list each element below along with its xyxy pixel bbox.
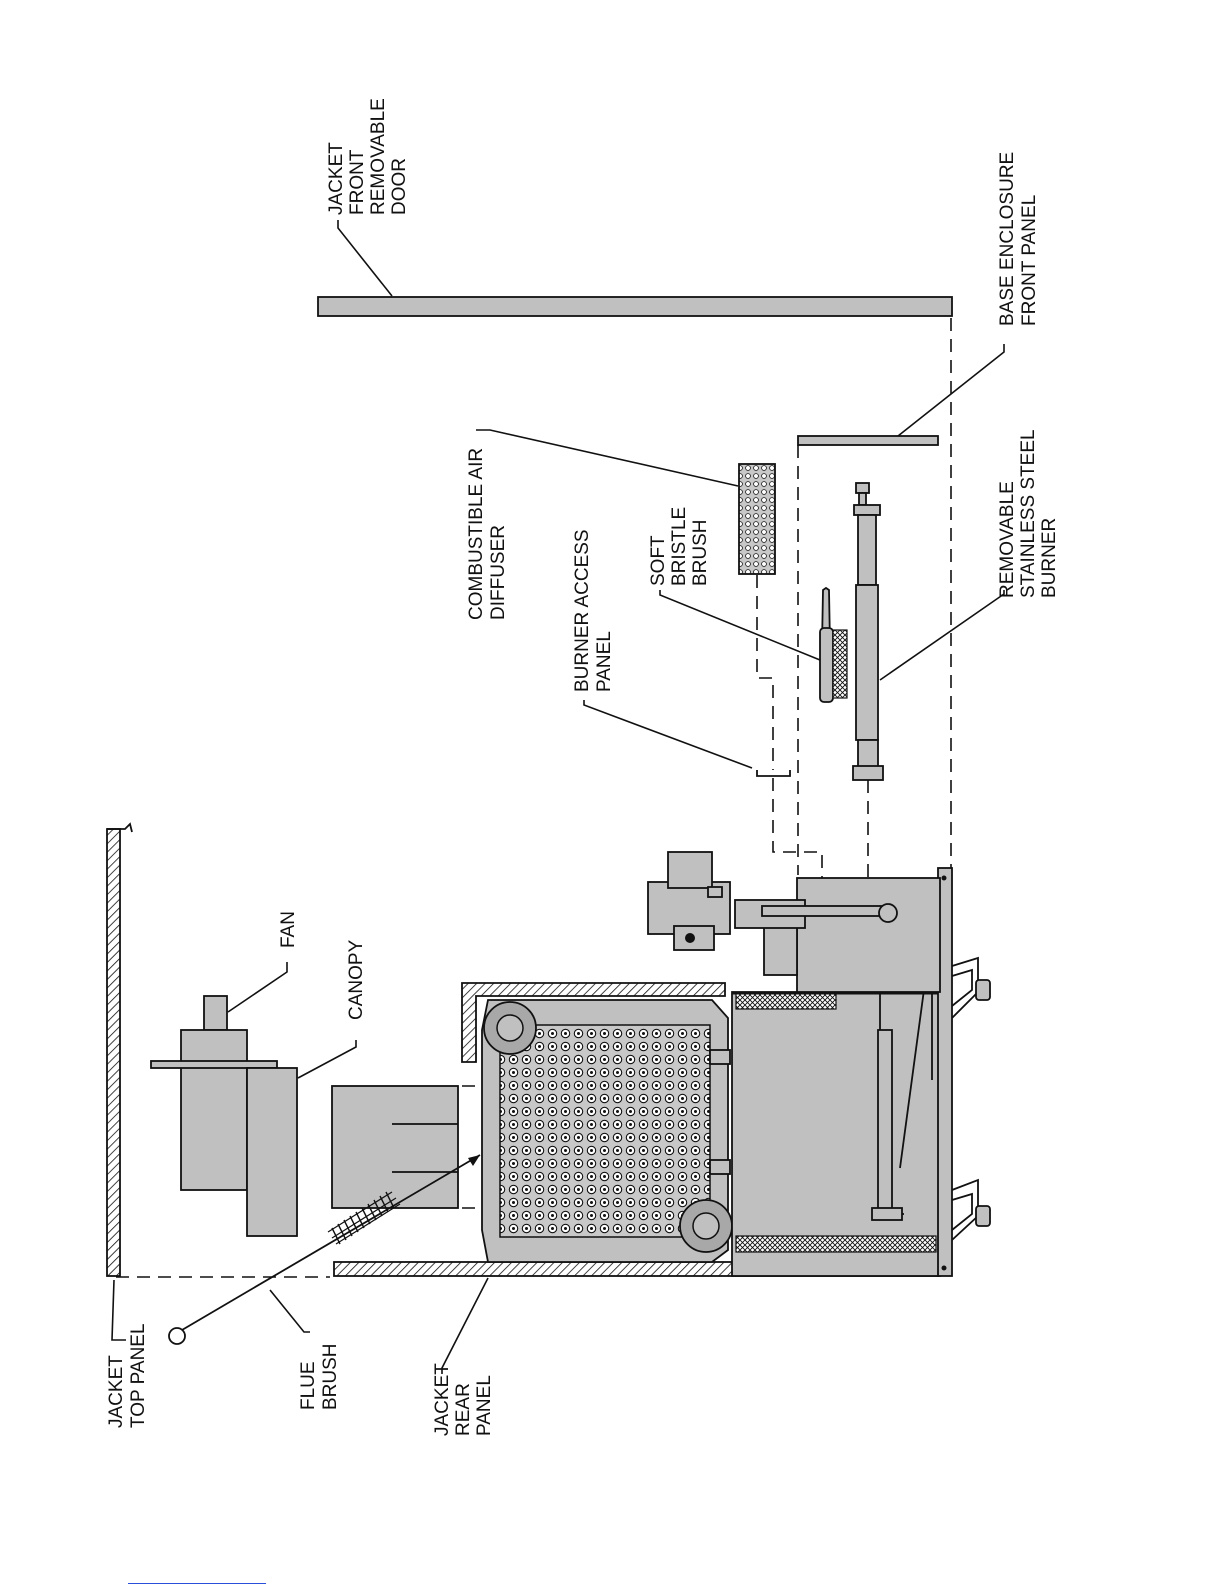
soft-brush-leader <box>660 590 820 660</box>
label-canopy: CANOPY <box>346 939 367 1020</box>
heat-exchanger <box>482 1000 732 1262</box>
fan-leader <box>228 962 287 1012</box>
removable-burner <box>853 483 883 780</box>
svg-text:BURNER ACCESSPANEL: BURNER ACCESSPANEL <box>572 529 615 692</box>
label-jacket-front-door: JACKETFRONTREMOVABLEDOOR <box>326 98 410 215</box>
collector-box <box>332 1086 458 1208</box>
jacket-front-door-leader <box>338 220 392 296</box>
label-jacket-rear: JACKETREARPANEL <box>432 1363 495 1436</box>
flue-brush-leader <box>270 1290 310 1332</box>
canopy-leader <box>298 1040 356 1078</box>
burner-access-leader <box>584 700 752 768</box>
burner-leader <box>880 590 1004 680</box>
svg-text:JACKETFRONTREMOVABLEDOOR: JACKETFRONTREMOVABLEDOOR <box>326 98 410 215</box>
svg-text:CANOPY: CANOPY <box>346 939 367 1020</box>
soft-bristle-brush <box>820 588 847 702</box>
svg-text:BASE ENCLOSUREFRONT PANEL: BASE ENCLOSUREFRONT PANEL <box>997 152 1040 326</box>
label-burner: REMOVABLESTAINLESS STEELBURNER <box>997 429 1060 598</box>
svg-text:JACKETREARPANEL: JACKETREARPANEL <box>432 1363 495 1436</box>
jacket-front-door <box>318 297 952 316</box>
air-diffuser-leader <box>476 430 738 486</box>
base-enclosure-panel <box>798 436 938 445</box>
svg-text:REMOVABLESTAINLESS STEELBURNER: REMOVABLESTAINLESS STEELBURNER <box>997 429 1060 598</box>
jacket-top-panel <box>107 829 120 1276</box>
label-flue-brush: FLUEBRUSH <box>298 1343 341 1410</box>
gas-valve-assembly <box>648 852 940 992</box>
label-combustible-air: COMBUSTIBLE AIRDIFFUSER <box>466 448 509 620</box>
label-burner-access: BURNER ACCESSPANEL <box>572 529 615 692</box>
svg-text:SOFTBRISTLEBRUSH: SOFTBRISTLEBRUSH <box>648 507 711 586</box>
label-soft-brush: SOFTBRISTLEBRUSH <box>648 507 711 586</box>
svg-text:FLUEBRUSH: FLUEBRUSH <box>298 1343 341 1410</box>
jacket-rear-leader <box>442 1278 488 1374</box>
svg-text:COMBUSTIBLE AIRDIFFUSER: COMBUSTIBLE AIRDIFFUSER <box>466 448 509 620</box>
canopy <box>247 1068 297 1236</box>
air-diffuser <box>739 464 775 574</box>
svg-text:FAN: FAN <box>278 911 299 948</box>
burner-access-panel <box>757 770 790 776</box>
jacket-top-leader <box>112 1280 126 1340</box>
label-base-enclosure: BASE ENCLOSUREFRONT PANEL <box>997 152 1040 326</box>
base-legs <box>952 958 990 1240</box>
label-fan: FAN <box>278 911 299 948</box>
